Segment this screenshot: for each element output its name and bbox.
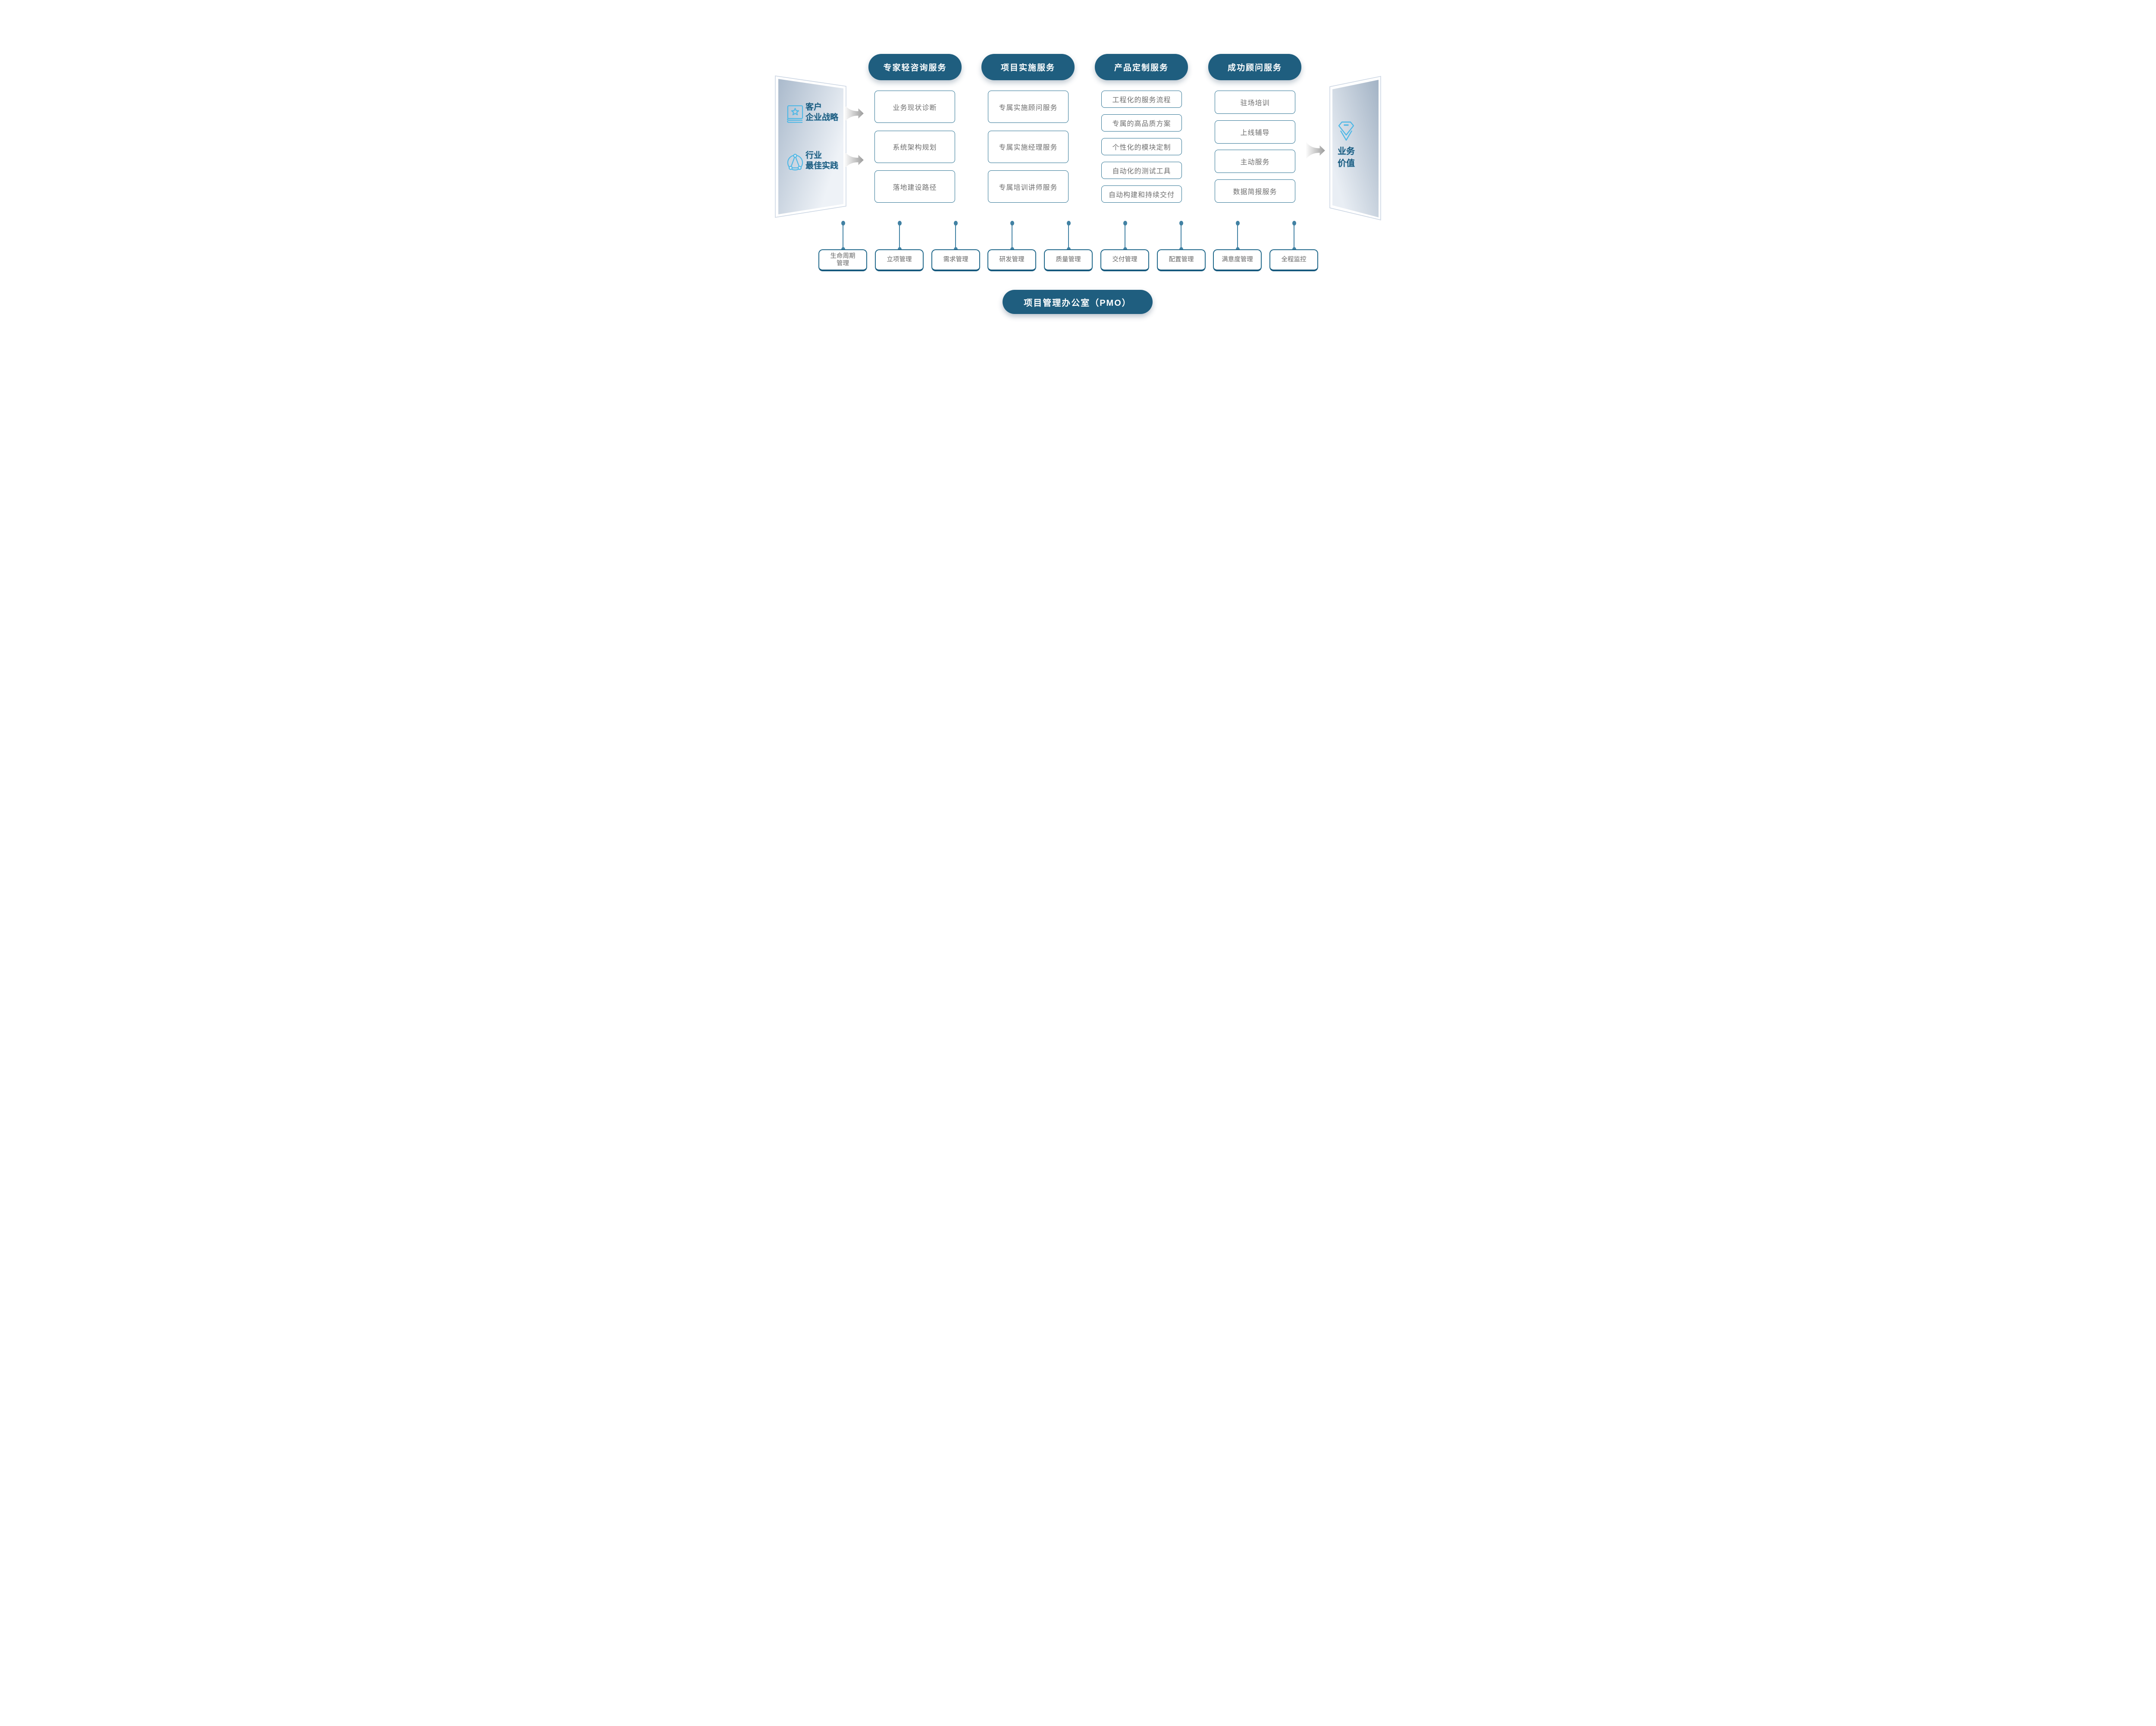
service-box: 工程化的服务流程 — [1101, 91, 1182, 108]
service-box: 个性化的模块定制 — [1101, 138, 1182, 155]
pmo-pill: 项目管理办公室（PMO） — [1003, 290, 1153, 314]
service-box: 落地建设路径 — [874, 170, 955, 203]
service-box: 上线辅导 — [1215, 120, 1295, 144]
service-box: 专属实施经理服务 — [988, 130, 1069, 163]
diagram-stage: 客户 企业战略 行业 最佳实践 业务 价值 专家 — [747, 0, 1409, 345]
process-box: 生命周期 管理 — [818, 249, 867, 271]
service-box: 数据简报服务 — [1215, 179, 1295, 203]
connector-line — [1235, 221, 1240, 252]
process-box: 研发管理 — [987, 249, 1036, 271]
business-value-label: 业务 价值 — [1338, 147, 1355, 168]
process-box: 配置管理 — [1157, 249, 1206, 271]
flow-arrow-icon — [1306, 142, 1326, 161]
connector-line — [1066, 221, 1071, 252]
process-box: 质量管理 — [1044, 249, 1093, 271]
process-box: 满意度管理 — [1213, 249, 1262, 271]
connector-line — [953, 221, 958, 252]
service-box: 自动构建和持续交付 — [1101, 185, 1182, 203]
service-column-1: 业务现状诊断 系统架构规划 落地建设路径 — [874, 91, 955, 203]
process-box: 立项管理 — [875, 249, 924, 271]
book-star-icon — [787, 105, 804, 126]
service-column-4: 驻场培训 上线辅导 主动服务 数据简报服务 — [1215, 91, 1295, 203]
service-box: 自动化的测试工具 — [1101, 162, 1182, 179]
service-column-3: 工程化的服务流程 专属的高品质方案 个性化的模块定制 自动化的测试工具 自动构建… — [1101, 91, 1182, 203]
header-pill-success-advisor: 成功顾问服务 — [1208, 54, 1301, 80]
diamond-icon — [1338, 121, 1354, 146]
connector-line — [897, 221, 902, 252]
service-column-2: 专属实施顾问服务 专属实施经理服务 专属培训讲师服务 — [988, 91, 1069, 203]
service-box: 主动服务 — [1215, 150, 1295, 173]
flow-arrow-icon — [844, 151, 864, 171]
left-input-panel — [775, 75, 846, 218]
flow-arrow-icon — [844, 105, 864, 124]
service-box: 专属培训讲师服务 — [988, 170, 1069, 203]
service-box: 专属的高品质方案 — [1101, 114, 1182, 132]
customer-strategy-label: 客户 企业战略 — [805, 103, 839, 122]
header-pill-expert-consulting: 专家轻咨询服务 — [868, 54, 962, 80]
process-box: 交付管理 — [1100, 249, 1149, 271]
header-pill-implementation: 项目实施服务 — [981, 54, 1075, 80]
right-output-panel — [1329, 76, 1381, 220]
process-box: 全程监控 — [1269, 249, 1318, 271]
process-box: 需求管理 — [931, 249, 980, 271]
header-pill-customization: 产品定制服务 — [1095, 54, 1188, 80]
industry-practice-label: 行业 最佳实践 — [805, 151, 839, 170]
service-box: 专属实施顾问服务 — [988, 91, 1069, 123]
service-box: 业务现状诊断 — [874, 91, 955, 123]
service-box: 系统架构规划 — [874, 130, 955, 163]
network-icon — [787, 153, 804, 174]
service-box: 驻场培训 — [1215, 91, 1295, 114]
